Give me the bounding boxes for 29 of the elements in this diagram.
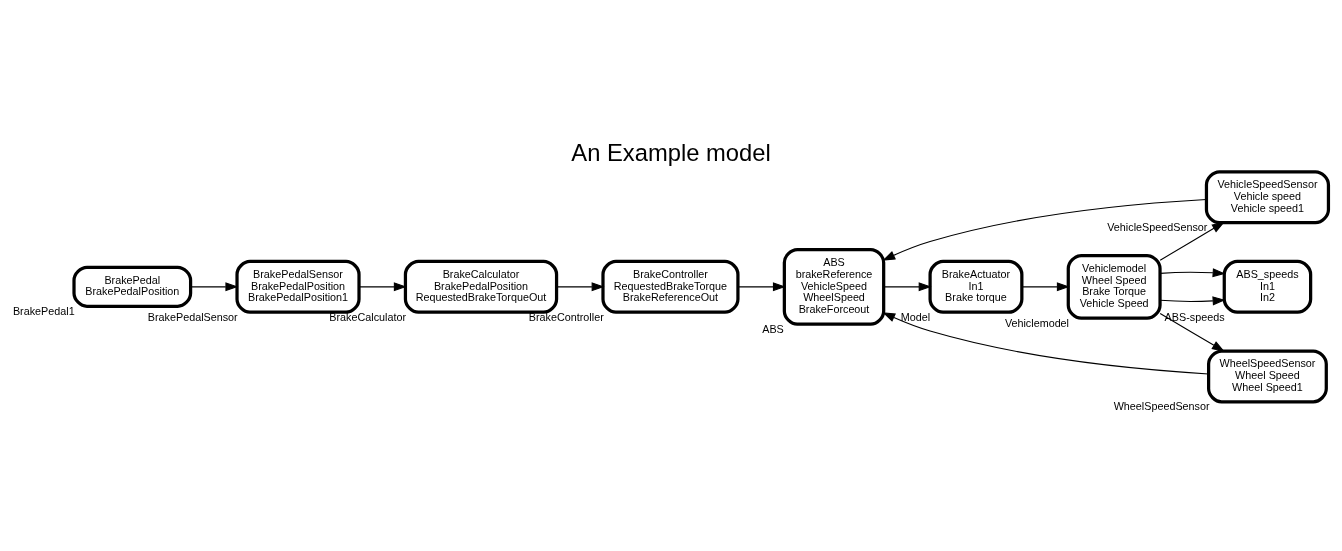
arrow [882,312,1209,375]
node-label: ABS-speeds [1164,310,1225,323]
node-box: WheelSpeedSensor Wheel Speed Wheel Speed1 [1207,349,1328,404]
node-box: BrakeCalculator BrakePedalPosition RequestedBrakeTorqueOut [403,259,559,314]
node-label: BrakePedalSensor [147,310,238,323]
arrow [1159,296,1226,306]
node-box: ABS brakeReference VehicleSpeed WheelSpeed BrakeForceout [782,247,886,326]
node-box: BrakeActuator In1 Brake torque [928,259,1024,314]
arrow [1021,282,1070,292]
arrow [1159,221,1225,261]
arrow [737,282,786,292]
arrow [1159,268,1226,278]
node-label: ABS [762,322,784,335]
node-label: Model [900,310,931,323]
arrow [1159,312,1225,352]
node-box: ABS_speeds In1 In2 [1222,259,1313,314]
node-box: BrakePedal BrakePedalPosition [72,265,193,308]
arrow [358,282,407,292]
node-label: BrakePedal1 [12,304,75,317]
arrow [882,198,1207,261]
arrow [190,282,239,292]
node-box: VehicleSpeedSensor Vehicle speed Vehicle speed1 [1204,170,1331,225]
node-label: WheelSpeedSensor [1113,400,1210,413]
node-box: BrakePedalSensor BrakePedalPosition BrakePedalPosition1 [235,259,361,314]
arrow [556,282,605,292]
node-box: Vehiclemodel Wheel Speed Brake Torque Vehicle Speed [1066,253,1162,320]
diagram-title: An Example model [571,138,771,166]
node-box: BrakeController RequestedBrakeTorque BrakeReferenceOut [601,259,740,314]
arrow [883,282,932,292]
